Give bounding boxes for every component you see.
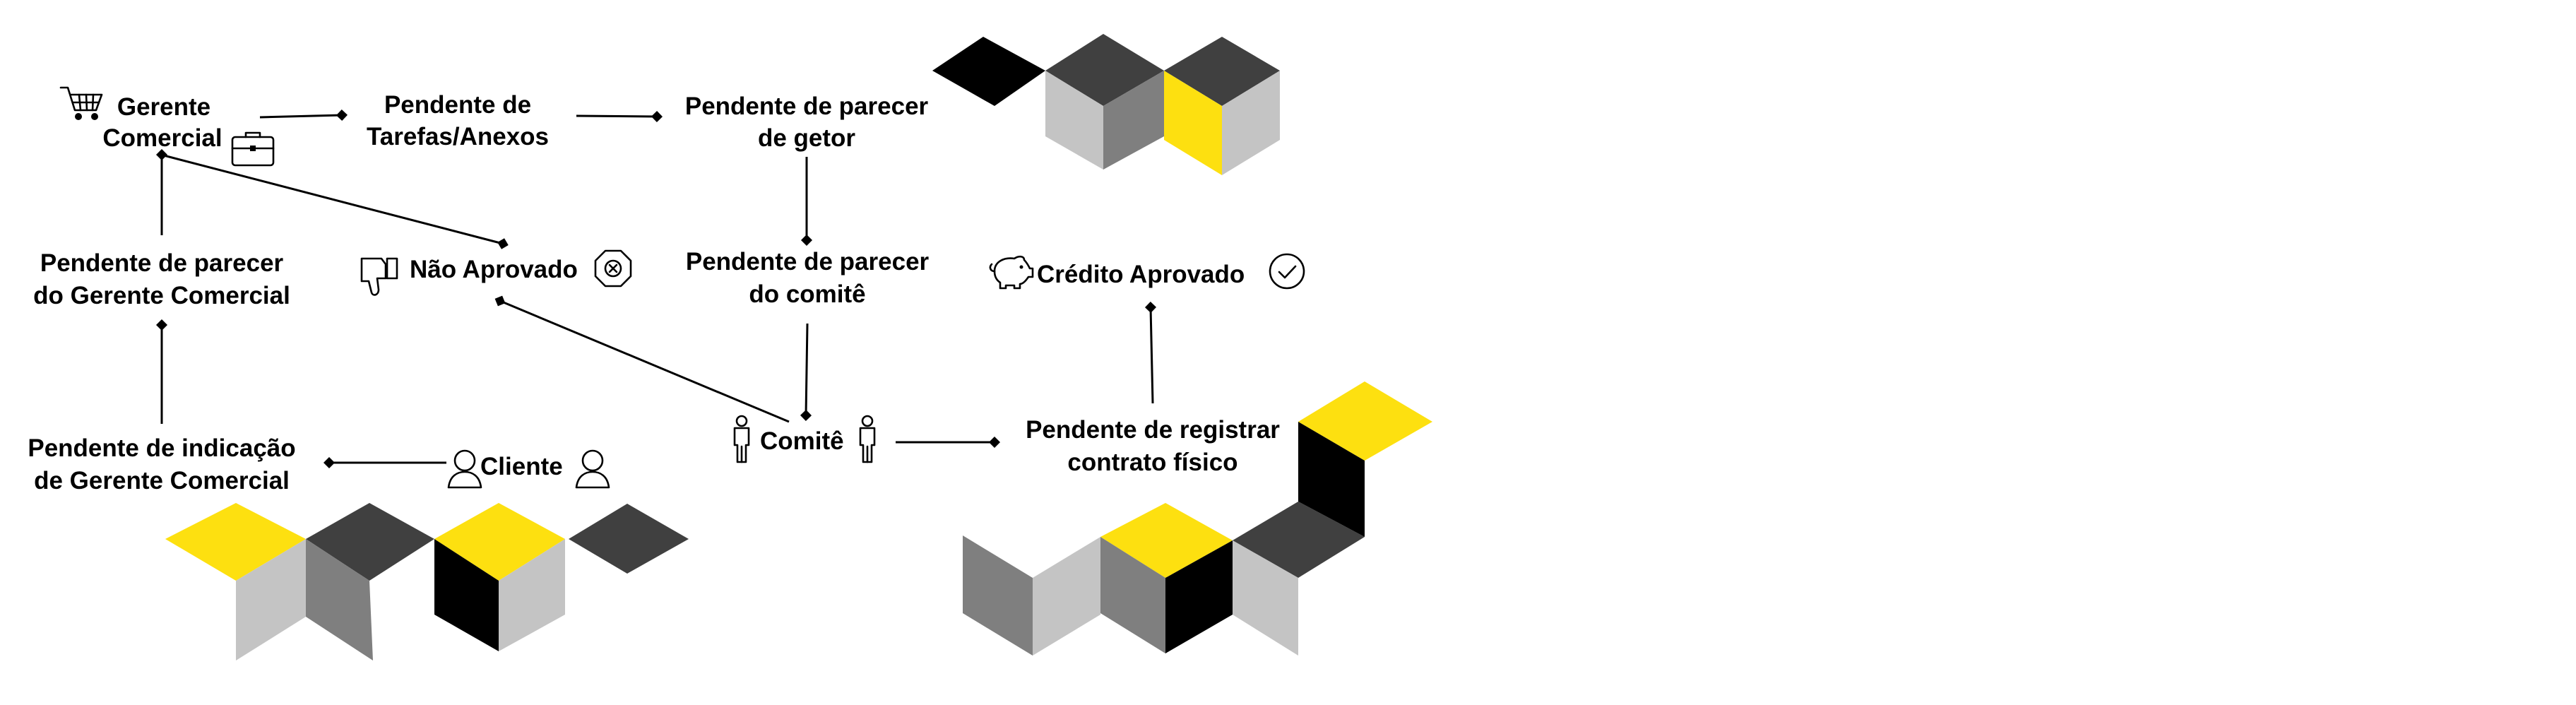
decorative-cubes-top xyxy=(932,34,1280,175)
edge-gerente-to-tarefas xyxy=(259,109,348,121)
cube-face xyxy=(434,539,499,651)
node-label-line1: Pendente de parecer xyxy=(685,93,929,120)
node-cliente: Cliente xyxy=(447,449,610,489)
node-label-line2: de Gerente Comercial xyxy=(34,467,290,494)
person-icon xyxy=(447,449,482,489)
standing-person-icon xyxy=(733,415,750,463)
cube-face xyxy=(1164,71,1222,175)
cube-face xyxy=(165,503,306,581)
node-comite: Comitê xyxy=(733,415,876,463)
cube-face xyxy=(434,503,565,581)
cube-face xyxy=(236,539,306,660)
edge-gerente-to-nao-aprovado xyxy=(160,153,509,249)
node-label-line1: Pendente de parecer xyxy=(686,248,930,276)
edge-comite-parecer-to-comite xyxy=(800,323,812,421)
node-label-line1: Gerente xyxy=(117,93,210,121)
piggy-bank-icon xyxy=(989,255,1034,290)
cube-face xyxy=(1045,71,1103,170)
decorative-cubes-bottom-right xyxy=(963,381,1432,656)
node-label-line1: Pendente de xyxy=(384,91,531,119)
node-pendente-indicacao: Pendente de indicação de Gerente Comerci… xyxy=(28,434,295,494)
octagon-x-icon xyxy=(594,249,632,288)
node-pendente-registrar: Pendente de registrar contrato físico xyxy=(1026,416,1280,476)
cube-face xyxy=(306,503,434,581)
cube-face xyxy=(306,539,373,660)
node-gerente-comercial: Gerente Comercial xyxy=(59,86,275,167)
node-label-line2: Comercial xyxy=(102,124,222,152)
cube-face xyxy=(1033,537,1100,656)
node-label-line1: Pendente de registrar xyxy=(1026,416,1280,444)
cube-face xyxy=(569,504,689,574)
cube-face xyxy=(1100,537,1165,653)
node-pendente-tarefas-anexos: Pendente de Tarefas/Anexos xyxy=(367,91,549,150)
check-circle-icon xyxy=(1269,253,1305,290)
cube-face xyxy=(499,539,565,651)
node-pendente-parecer-getor: Pendente de parecer de getor xyxy=(685,93,929,152)
node-label: Não Aprovado xyxy=(410,256,578,283)
node-pendente-parecer-gerente: Pendente de parecer do Gerente Comercial xyxy=(33,249,290,309)
person-icon xyxy=(575,449,610,489)
cube-face xyxy=(1233,540,1298,656)
cube-face xyxy=(1045,34,1164,106)
node-label: Comitê xyxy=(760,427,844,455)
cube-face xyxy=(1233,502,1365,578)
standing-person-icon xyxy=(859,415,876,463)
cube-face xyxy=(1298,422,1365,537)
thumbs-down-icon xyxy=(360,257,398,296)
node-label-line2: Tarefas/Anexos xyxy=(367,123,549,150)
edge-tarefas-to-getor xyxy=(576,111,663,122)
node-label-line2: contrato físico xyxy=(1067,449,1237,476)
edge-registrar-to-credito xyxy=(1145,302,1156,404)
node-label-line2: do Gerente Comercial xyxy=(33,282,290,309)
edge-comite-to-nao-aprovado xyxy=(494,295,790,423)
node-label-line2: do comitê xyxy=(749,280,865,308)
cube-face xyxy=(963,535,1033,656)
node-label-line1: Pendente de parecer xyxy=(40,249,284,277)
cube-face xyxy=(1103,71,1164,170)
cube-face xyxy=(932,37,1045,106)
shopping-cart-icon xyxy=(59,86,103,120)
node-credito-aprovado: Crédito Aprovado xyxy=(989,253,1305,290)
decorative-cubes-bottom-left xyxy=(165,503,689,660)
node-label-line2: de getor xyxy=(758,124,855,152)
cube-face xyxy=(1164,37,1280,106)
cube-face xyxy=(1222,71,1280,175)
node-nao-aprovado: Não Aprovado xyxy=(360,249,632,296)
cube-face xyxy=(1298,381,1432,461)
cube-face xyxy=(1165,540,1233,653)
cube-face xyxy=(1100,503,1233,578)
node-label: Crédito Aprovado xyxy=(1037,261,1245,288)
connectors xyxy=(156,109,1156,468)
briefcase-icon xyxy=(231,131,275,167)
node-label: Cliente xyxy=(480,453,563,480)
node-pendente-parecer-comite: Pendente de parecer do comitê xyxy=(686,248,930,308)
node-label-line1: Pendente de indicação xyxy=(28,434,295,462)
